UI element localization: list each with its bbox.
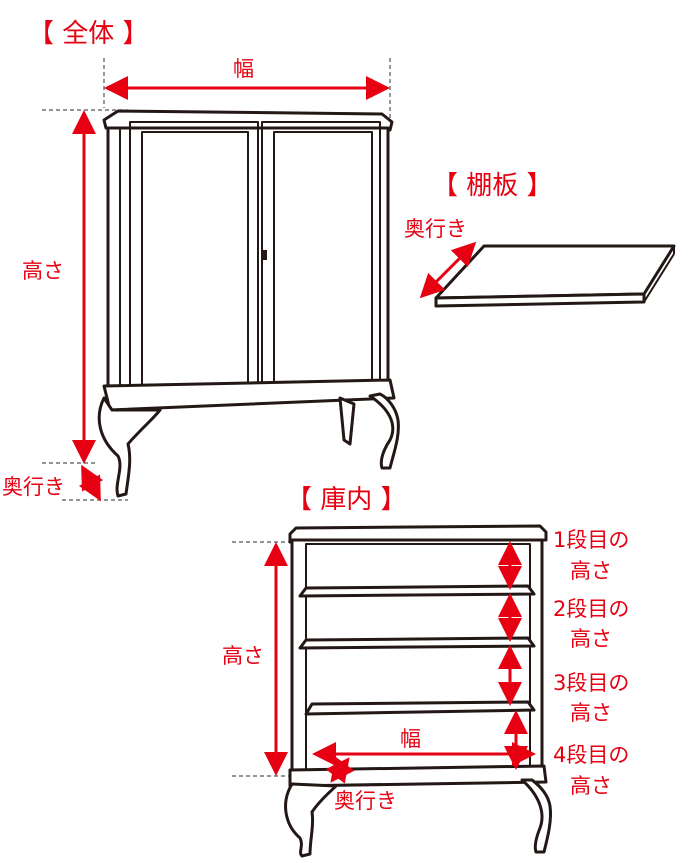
shelf-section: 【 棚板 】 奥行き [404,171,676,308]
overall-depth-arrow [78,464,104,502]
shelf-depth-label: 奥行き [404,217,467,241]
tier-label-2: 2段目の 高さ [553,597,629,651]
interior-right-leg [520,778,552,854]
tier-label-4: 4段目の 高さ [553,743,629,798]
interior-title: 【 庫内 】 [286,485,407,515]
shelf-title: 【 棚板 】 [432,171,553,201]
tier-label-1: 1段目の 高さ [553,528,629,583]
tier-3-label-line1: 3段目の [553,671,629,695]
shelf-depth-arrow [419,241,477,299]
tier-4-label-line2: 高さ [570,774,612,798]
interior-top [288,524,548,544]
overall-title: 【 全体 】 [28,19,149,49]
tier-1-label-line1: 1段目の [553,528,629,552]
shelf-3 [304,700,536,716]
overall-height-label: 高さ [22,259,64,283]
tier-label-3: 3段目の 高さ [553,671,629,725]
overall-width-label: 幅 [233,57,254,81]
cabinet-top [102,109,394,132]
interior-depth-arrow [325,756,355,784]
shelf-board-top [434,244,676,300]
shelf-board-side-bottom [643,253,675,303]
front-left-leg [97,396,162,498]
shelf-1 [298,584,536,598]
tier-3-label-line2: 高さ [570,701,612,725]
tier-4-label-line1: 4段目の [553,743,629,767]
rear-right-leg [368,392,400,470]
shelf-2 [298,636,536,650]
tier-1-label-line2: 高さ [570,559,612,583]
cabinet-illustration [97,109,400,498]
door-keyhole [263,250,267,260]
front-right-leg [338,396,356,446]
overall-depth-label: 奥行き [2,475,65,499]
interior-height-label: 高さ [222,644,264,668]
interior-base [288,764,548,788]
tier-2-label-line2: 高さ [570,627,612,651]
interior-width-label: 幅 [400,727,421,751]
interior-section: 【 庫内 】 高さ 幅 奥行き 1段目の [222,485,629,858]
interior-depth-label: 奥行き [334,789,397,813]
interior-left-leg [284,782,338,858]
overall-section: 【 全体 】 幅 高さ 奥行き [2,19,400,502]
tier-2-label-line1: 2段目の [553,597,629,621]
